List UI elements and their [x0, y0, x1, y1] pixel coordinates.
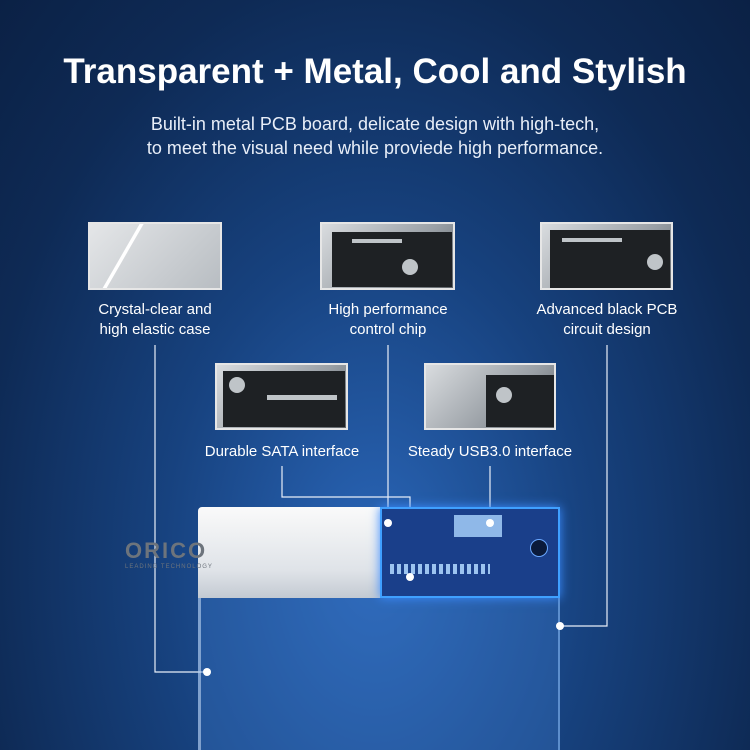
thumbnail-usb [424, 363, 556, 430]
transparent-pcb-section [380, 507, 560, 598]
subtitle: Built-in metal PCB board, delicate desig… [146, 114, 604, 158]
metal-cover [198, 507, 380, 598]
thumbnail-sata [215, 363, 348, 430]
thumbnail-case [88, 222, 222, 290]
thumbnail-chip [320, 222, 455, 290]
product-enclosure [198, 507, 560, 750]
feature-label-sata: Durable SATA interface [204, 443, 360, 460]
screw-icon [530, 539, 548, 557]
feature-label-usb: Steady USB3.0 interface [407, 443, 573, 460]
sata-pins [390, 564, 490, 574]
thumbnail-pcb [540, 222, 673, 290]
page-title: Transparent + Metal, Cool and Stylish [63, 52, 687, 91]
